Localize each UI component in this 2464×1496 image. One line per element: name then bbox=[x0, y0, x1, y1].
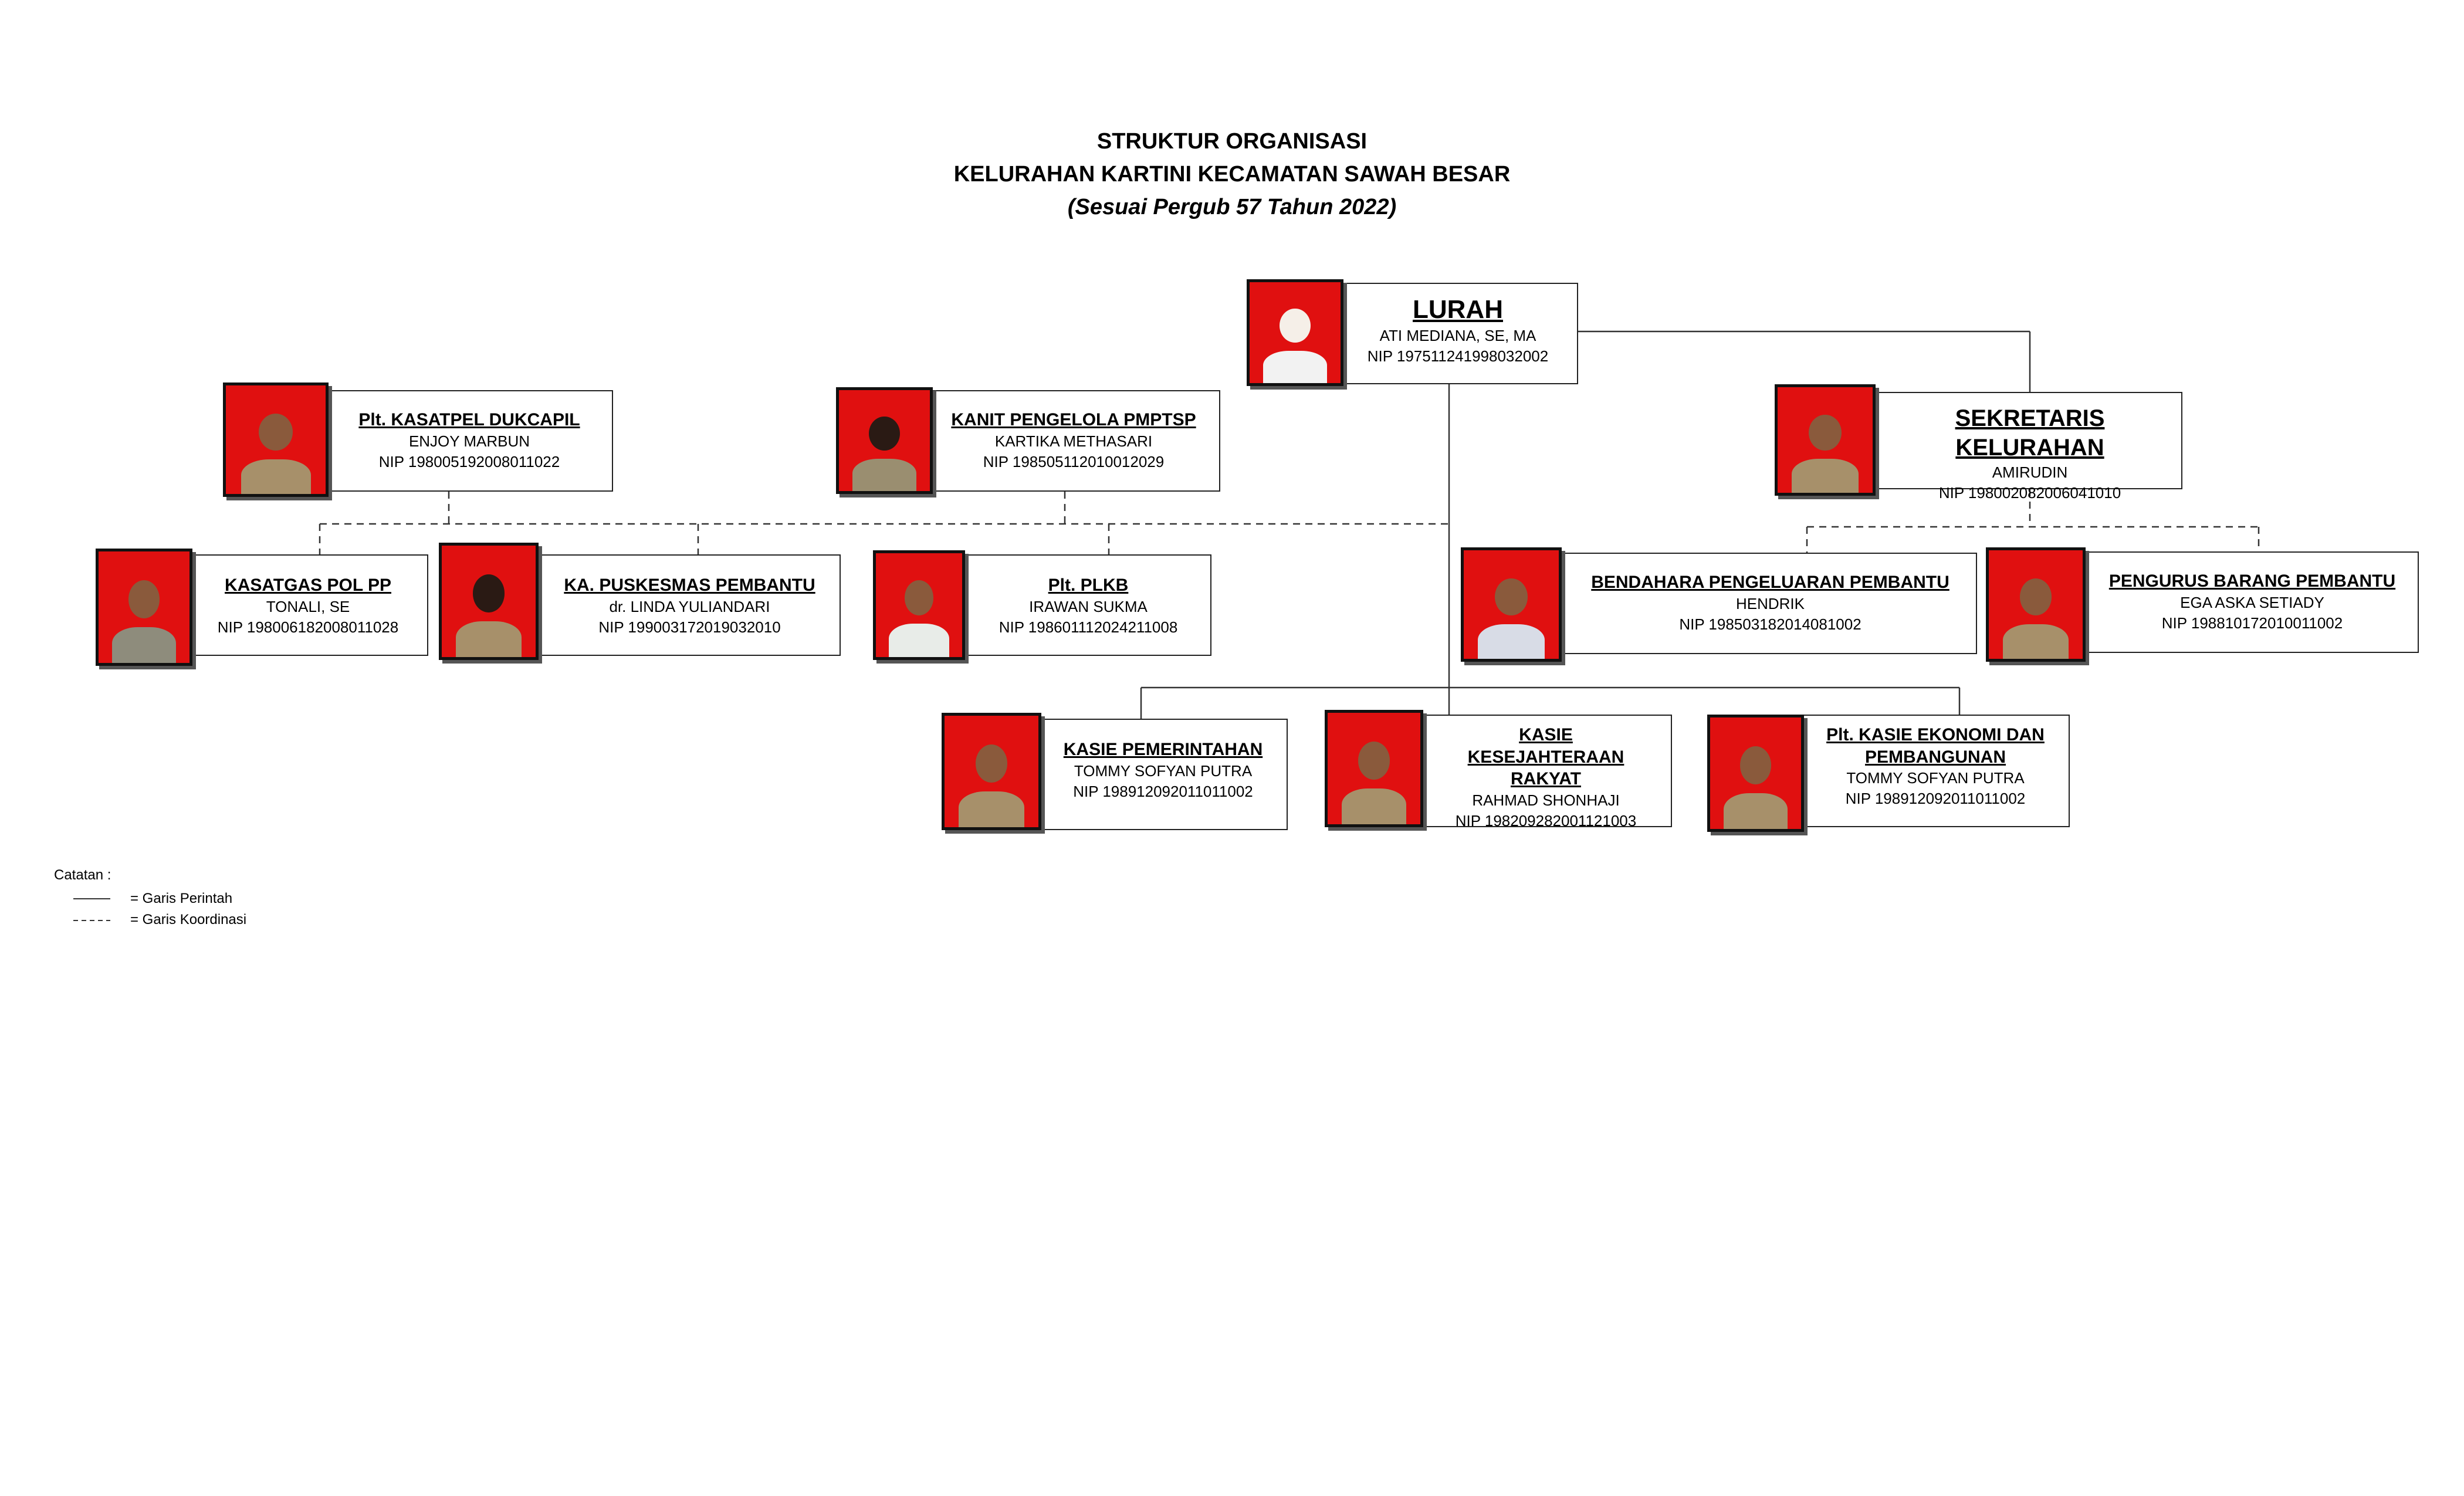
chart-regulation: (Sesuai Pergub 57 Tahun 2022) bbox=[1067, 195, 1397, 219]
role-title: SEKRETARIS KELURAHAN bbox=[1955, 405, 2105, 461]
role-title: Plt. KASIE EKONOMI DAN PEMBANGUNAN bbox=[1826, 725, 2045, 767]
node-pengurus-barang: PENGURUS BARANG PEMBANTU EGA ASKA SETIAD… bbox=[2086, 551, 2419, 653]
node-lurah: LURAH ATI MEDIANA, SE, MA NIP 1975112419… bbox=[1338, 283, 1578, 384]
role-title: KASIE KESEJAHTERAAN RAKYAT bbox=[1467, 725, 1624, 788]
node-kasie-pemerintahan: KASIE PEMERINTAHAN TOMMY SOFYAN PUTRA NI… bbox=[1038, 719, 1288, 830]
photo-kasie-ekbang bbox=[1707, 715, 1804, 832]
person-name: TOMMY SOFYAN PUTRA bbox=[1074, 761, 1253, 780]
person-name: TONALI, SE bbox=[266, 597, 350, 615]
person-name: IRAWAN SUKMA bbox=[1029, 597, 1148, 615]
legend-dashed-label: = Garis Koordinasi bbox=[130, 912, 247, 928]
node-kasie-kesra: KASIE KESEJAHTERAAN RAKYAT RAHMAD SHONHA… bbox=[1420, 715, 1672, 830]
person-nip: NIP 198005192008011022 bbox=[378, 452, 560, 471]
role-title: BENDAHARA PENGELUARAN PEMBANTU bbox=[1591, 573, 1949, 592]
person-name: ATI MEDIANA, SE, MA bbox=[1379, 327, 1536, 344]
node-kasatpel-dukcapil: Plt. KASATPEL DUKCAPIL ENJOY MARBUN NIP … bbox=[326, 390, 613, 492]
person-name: EGA ASKA SETIADY bbox=[2180, 593, 2324, 611]
role-title: KASIE PEMERINTAHAN bbox=[1063, 740, 1263, 759]
person-nip: NIP 198505112010012029 bbox=[983, 452, 1165, 471]
photo-plkb bbox=[873, 550, 965, 660]
person-name: HENDRIK bbox=[1735, 594, 1805, 612]
photo-lurah bbox=[1247, 279, 1343, 386]
photo-puskesmas bbox=[439, 543, 539, 660]
person-name: TOMMY SOFYAN PUTRA bbox=[1846, 769, 2025, 787]
role-title: KASATGAS POL PP bbox=[225, 576, 391, 595]
photo-pengurus-barang bbox=[1986, 547, 2086, 662]
person-name: dr. LINDA YULIANDARI bbox=[609, 597, 770, 615]
photo-kasie-pemerintahan bbox=[942, 713, 1041, 830]
role-title: PENGURUS BARANG PEMBANTU bbox=[2108, 571, 2396, 591]
legend-title: Catatan : bbox=[54, 867, 111, 883]
person-nip: NIP 199003172019032010 bbox=[598, 618, 781, 636]
person-name: ENJOY MARBUN bbox=[408, 432, 530, 450]
person-nip: NIP 198912092011011002 bbox=[1845, 790, 2026, 808]
node-kasatgas-polpp: KASATGAS POL PP TONALI, SE NIP 198006182… bbox=[188, 554, 428, 656]
role-title: LURAH bbox=[1413, 295, 1503, 324]
role-title: Plt. KASATPEL DUKCAPIL bbox=[358, 410, 580, 429]
photo-kasatgas-polpp bbox=[96, 549, 192, 666]
photo-kasatpel-dukcapil bbox=[223, 383, 329, 497]
node-kasie-ekbang: Plt. KASIE EKONOMI DAN PEMBANGUNAN TOMMY… bbox=[1801, 715, 2070, 827]
role-title: Plt. PLKB bbox=[1048, 576, 1129, 595]
node-kanit-pmptsp: KANIT PENGELOLA PMPTSP KARTIKA METHASARI… bbox=[927, 390, 1220, 492]
person-nip: NIP 198503182014081002 bbox=[1679, 615, 1861, 633]
node-plkb: Plt. PLKB IRAWAN SUKMA NIP 1986011120242… bbox=[965, 554, 1211, 656]
person-nip: NIP 198002082006041010 bbox=[1938, 484, 2121, 502]
node-sekretaris: SEKRETARIS KELURAHAN AMIRUDIN NIP 198002… bbox=[1877, 392, 2182, 502]
node-bendahara: BENDAHARA PENGELUARAN PEMBANTU HENDRIK N… bbox=[1563, 553, 1977, 654]
person-nip: NIP 198810172010011002 bbox=[2161, 614, 2343, 632]
photo-sekretaris bbox=[1775, 384, 1876, 496]
person-name: AMIRUDIN bbox=[1992, 463, 2068, 481]
person-name: RAHMAD SHONHAJI bbox=[1472, 791, 1620, 809]
photo-bendahara bbox=[1461, 547, 1562, 662]
chart-subtitle: KELURAHAN KARTINI KECAMATAN SAWAH BESAR bbox=[953, 162, 1511, 187]
chart-title: STRUKTUR ORGANISASI bbox=[1096, 129, 1368, 154]
role-title: KANIT PENGELOLA PMPTSP bbox=[951, 410, 1196, 429]
person-nip: NIP 197511241998032002 bbox=[1367, 347, 1549, 365]
person-nip: NIP 198006182008011028 bbox=[217, 618, 399, 636]
person-nip: NIP 198601112024211008 bbox=[999, 618, 1178, 636]
person-name: KARTIKA METHASARI bbox=[994, 432, 1153, 450]
role-title: KA. PUSKESMAS PEMBANTU bbox=[564, 576, 815, 595]
person-nip: NIP 198209282001121003 bbox=[1455, 811, 1637, 830]
node-puskesmas: KA. PUSKESMAS PEMBANTU dr. LINDA YULIAND… bbox=[539, 554, 841, 656]
person-nip: NIP 198912092011011002 bbox=[1073, 782, 1253, 800]
photo-kanit-pmptsp bbox=[836, 387, 933, 494]
legend-solid-label: = Garis Perintah bbox=[130, 891, 233, 906]
photo-kasie-kesra bbox=[1325, 710, 1423, 827]
